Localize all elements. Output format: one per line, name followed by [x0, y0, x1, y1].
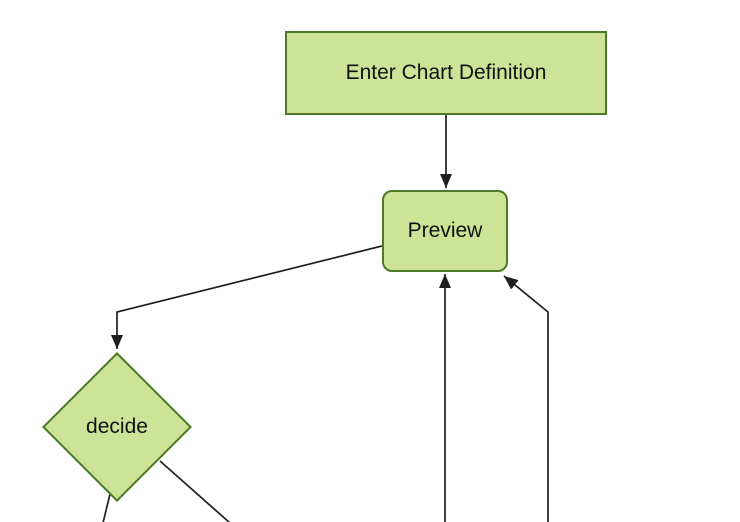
node-enter-chart-definition: Enter Chart Definition [285, 31, 607, 115]
node-preview-label: Preview [407, 219, 483, 242]
node-preview: Preview [382, 190, 508, 272]
edge-offscreen-to-preview-corner [503, 275, 549, 522]
node-decide: decide [42, 351, 192, 502]
edge-preview-to-decide [111, 245, 383, 349]
node-enter-chart-definition-label: Enter Chart Definition [345, 61, 547, 84]
edge-decide-to-offscreen-right [159, 460, 231, 522]
edge-decide-to-offscreen-left [102, 493, 111, 522]
node-decide-label: decide [86, 414, 148, 438]
